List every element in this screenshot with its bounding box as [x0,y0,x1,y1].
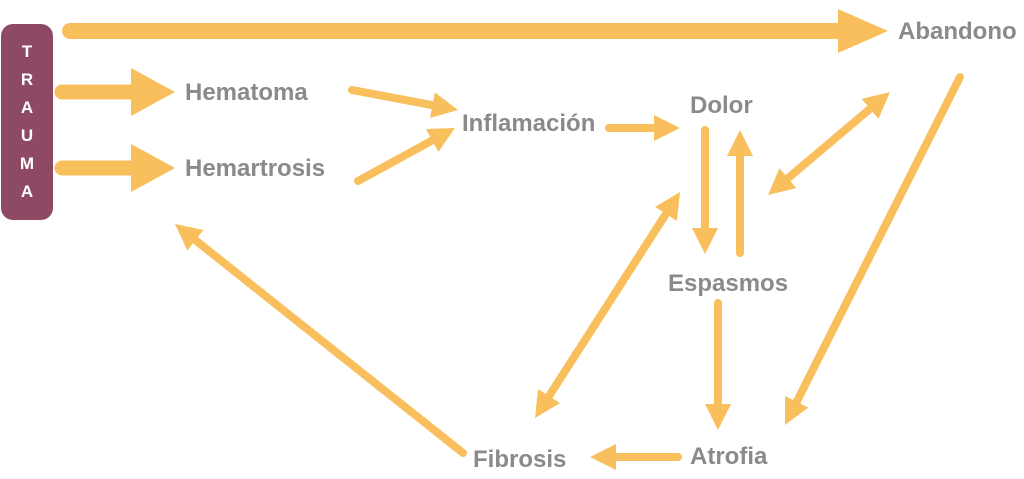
arrow-trauma-hematoma [54,68,175,116]
arrow-head [425,128,455,152]
arrow-atrofia-fibrosis [590,444,682,470]
node-fibrosis: Fibrosis [473,446,567,473]
arrow-espasmos-atrofia [705,299,731,430]
arrow-head [131,144,175,192]
arrow-shaft [543,208,672,402]
arrow-abandono-atrofia [785,73,964,425]
node-espasmos: Espasmos [668,270,789,297]
arrow-trauma-abandono [62,9,888,53]
trauma-label: T R A U M A [1,38,53,206]
arrow-shaft [791,73,964,408]
arrow-head [590,444,616,470]
node-dolor: Dolor [690,92,753,119]
arrow-head [785,395,809,425]
arrow-head [175,224,204,251]
trauma-letter: U [20,126,34,145]
node-atrofia: Atrofia [690,443,768,470]
arrow-shaft [782,103,876,184]
arrow-head [430,92,458,118]
arrow-head [838,9,888,53]
arrow-head [861,92,890,119]
arrow-head [131,68,175,116]
arrow-hemartrosis-inflamacion [354,128,455,185]
arrow-trauma-hemartrosis [54,144,175,192]
arrow-head [654,115,680,141]
trauma-letter: A [20,98,34,117]
arrow-dolor-abandono [768,92,890,195]
node-hemartrosis: Hemartrosis [185,155,326,182]
trauma-letter: T [21,42,33,61]
arrow-head [727,130,753,156]
trauma-box: T R A U M A [1,24,53,220]
arrow-fibrosis-espasmos [535,192,680,418]
arrow-shaft [189,234,467,457]
arrow-head [655,192,680,221]
arrow-head [768,168,797,195]
arrow-hematoma-inflamacion [348,86,458,118]
arrow-head [705,404,731,430]
arrow-shaft [354,135,438,185]
node-abandono: Abandono [898,18,1017,45]
arrow-fibrosis-hemartrosis [175,224,467,457]
node-hematoma: Hematoma [185,79,308,106]
trauma-letter: M [19,154,35,173]
arrow-inflamacion-dolor [605,115,680,141]
trauma-letter: A [20,182,34,201]
arrow-head [535,389,560,418]
arrow-espasmos-dolor [727,130,753,257]
trauma-letter: R [20,70,34,89]
node-inflamacion: Inflamación [462,110,596,137]
arrow-shaft [348,86,439,110]
arrow-dolor-espasmos [692,126,718,254]
arrow-head [692,228,718,254]
